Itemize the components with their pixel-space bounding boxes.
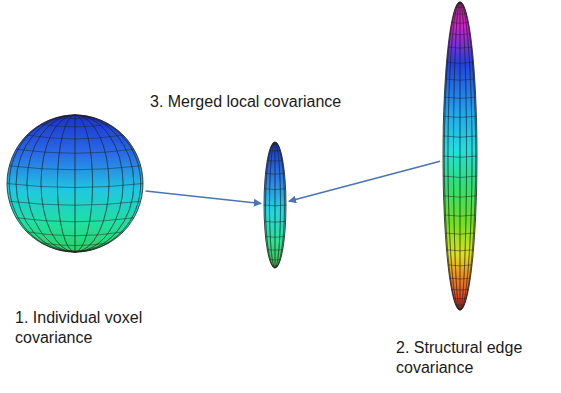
ellipsoid-shape — [264, 142, 286, 268]
covariance-ellipsoid: 2. Structural edge covariance — [443, 2, 477, 310]
node-label: 3. Merged local covariance — [150, 92, 390, 112]
covariance-ellipsoid: 3. Merged local covariance — [264, 142, 286, 268]
ellipsoid-shape — [7, 115, 143, 252]
arrow-connector — [289, 161, 440, 201]
covariance-ellipsoid: 1. Individual voxel covariance — [7, 115, 143, 252]
arrow-connector — [146, 191, 261, 203]
node-label: 1. Individual voxel covariance — [15, 308, 175, 348]
ellipsoid-shape — [443, 2, 477, 310]
node-label: 2. Structural edge covariance — [396, 338, 558, 378]
